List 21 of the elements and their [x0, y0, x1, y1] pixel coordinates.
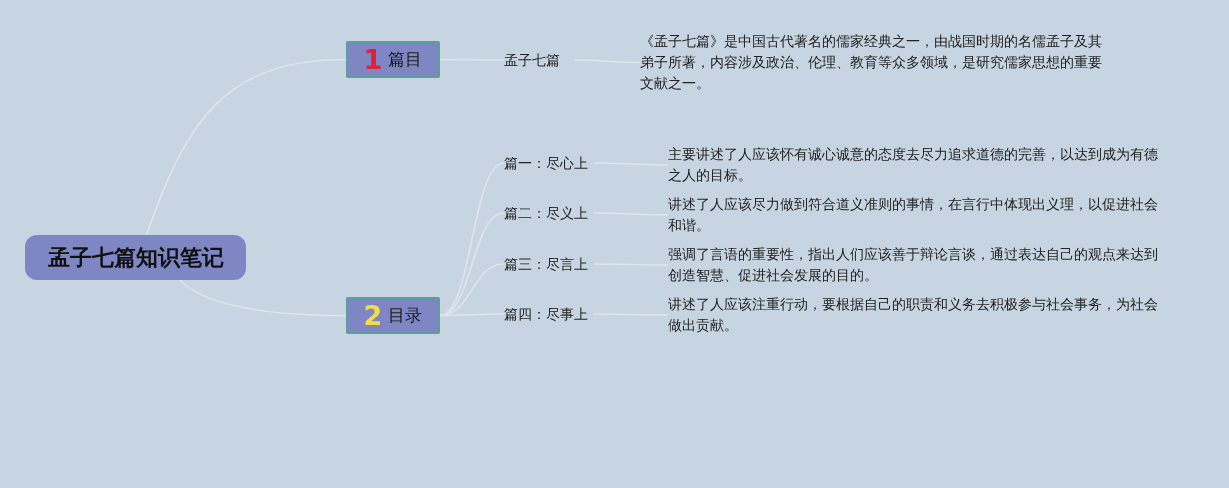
topic-title: 篇目 [388, 48, 423, 71]
description-text: 讲述了人应该尽力做到符合道义准则的事情，在言行中体现出义理，以促进社会和谐。 [668, 194, 1158, 236]
branch-label: 篇四：尽事上 [504, 304, 594, 324]
branch-label: 篇二：尽义上 [504, 203, 594, 223]
branch-label: 孟子七篇 [504, 50, 574, 70]
topic-box [346, 41, 440, 78]
topic-number: 1 [363, 46, 383, 73]
central-topic-title: 孟子七篇知识笔记 [47, 243, 224, 272]
description-text: 《孟子七篇》是中国古代著名的儒家经典之一，由战国时期的名儒孟子及其弟子所著，内容涉及政治、伦理、教育等众多领域，是研究儒家思想的重要文献之一。 [640, 31, 1108, 94]
branch-label: 篇一：尽心上 [504, 153, 594, 173]
connector-line [573, 59, 641, 64]
topic-box [346, 297, 440, 334]
connector-line [145, 58, 347, 236]
description-text: 强调了言语的重要性，指出人们应该善于辩论言谈，通过表达自己的观点来达到创造智慧、促进社会发展的目的。 [668, 244, 1158, 286]
description-text: 主要讲述了人应该怀有诚心诚意的态度去尽力追求道德的完善，以达到成为有德之人的目标。 [668, 144, 1158, 186]
branch-label: 篇三：尽言上 [504, 254, 594, 274]
description-text: 讲述了人应该注重行动，要根据自己的职责和义务去积极参与社会事务，为社会做出贡献。 [668, 294, 1158, 336]
topic-number: 2 [363, 302, 383, 329]
connector-line [178, 279, 347, 317]
central-topic-box [25, 235, 246, 280]
topic-title: 目录 [388, 304, 423, 327]
